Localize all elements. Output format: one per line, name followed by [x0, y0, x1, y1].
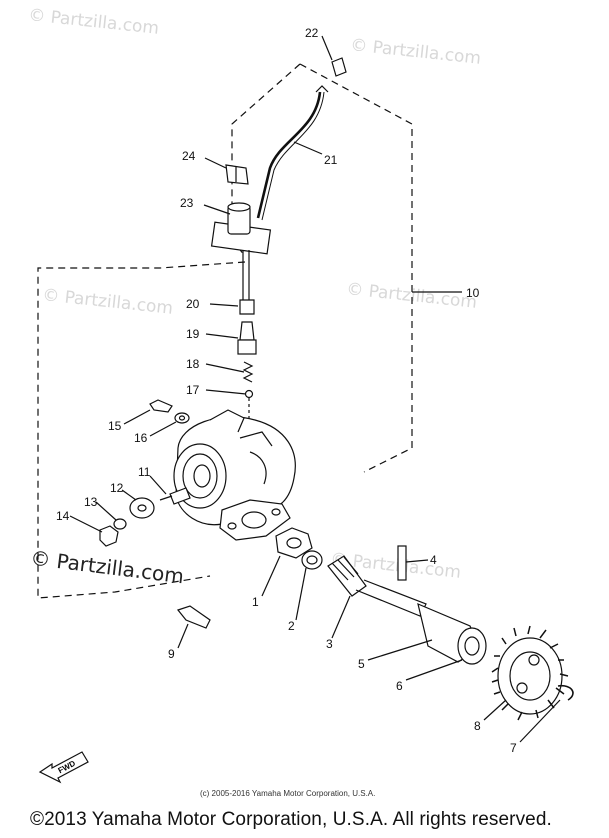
part-number: 18: [186, 357, 200, 371]
part-number: 12: [110, 481, 124, 495]
part-number-labels: 22 21 24 23 10 20 19 18 17 15 16 11 12 1…: [56, 26, 517, 755]
part-number: 10: [466, 286, 480, 300]
part-number: 8: [474, 719, 481, 733]
copyright-footer: ©2013 Yamaha Motor Corporation, U.S.A. A…: [30, 809, 552, 830]
part-number: 15: [108, 419, 122, 433]
part-number: 2: [288, 619, 295, 633]
part-number: 24: [182, 149, 196, 163]
part-number: 13: [84, 495, 98, 509]
part-number: 23: [180, 196, 194, 210]
part-number: 16: [134, 431, 148, 445]
part-number: 19: [186, 327, 200, 341]
part-number: 11: [138, 465, 151, 479]
part-number: 3: [326, 637, 333, 651]
part-number: 1: [252, 595, 259, 609]
part-number: 4: [430, 553, 437, 567]
forward-arrow-icon: FWD: [38, 751, 89, 784]
part-number: 7: [510, 741, 517, 755]
part-number: 21: [324, 153, 338, 167]
part-number: 17: [186, 383, 200, 397]
copyright-small: (c) 2005-2016 Yamaha Motor Corporation, …: [200, 789, 376, 798]
part-number: 9: [168, 647, 175, 661]
part-number: 20: [186, 297, 200, 311]
part-number: 6: [396, 679, 403, 693]
part-number: 14: [56, 509, 70, 523]
part-number: 22: [305, 26, 319, 40]
part-number: 5: [358, 657, 365, 671]
